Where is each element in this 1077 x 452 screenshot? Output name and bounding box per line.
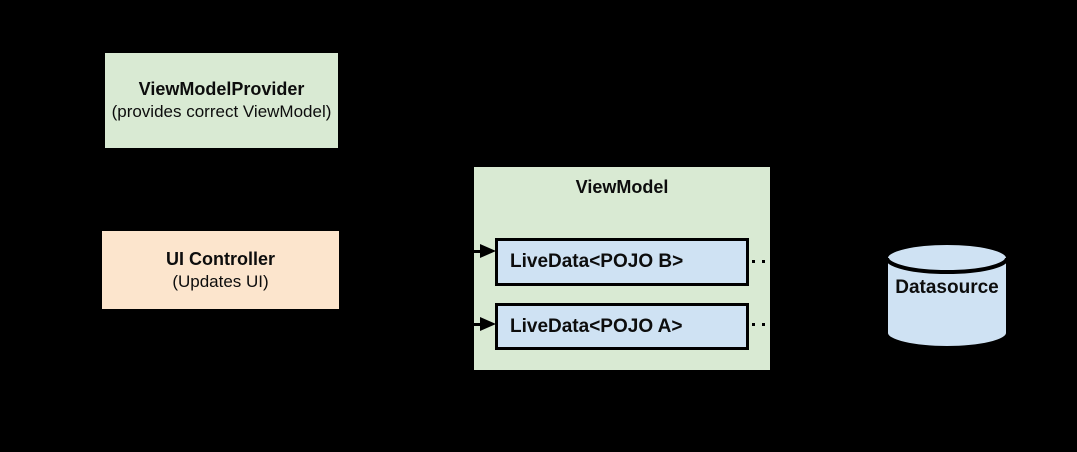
cylinder-body	[886, 258, 1008, 348]
dotted-connector-fragment	[762, 260, 765, 263]
dotted-connector-fragment	[762, 323, 765, 326]
dotted-connector-fragment	[752, 260, 755, 263]
viewmodelprovider-title: ViewModelProvider	[138, 79, 305, 99]
database-cylinder-icon	[886, 243, 1008, 348]
node-viewmodelprovider: ViewModelProvider (provides correct View…	[105, 53, 338, 148]
livedata-b-label: LiveData<POJO B>	[510, 251, 684, 272]
arrowhead-into-livedata-a-icon	[474, 317, 496, 331]
arrow-triangle-icon	[480, 244, 496, 258]
ui-controller-subtitle: (Updates UI)	[172, 271, 269, 291]
arrow-triangle-icon	[480, 317, 496, 331]
ui-controller-title: UI Controller	[165, 248, 275, 269]
cylinder-top-rim	[886, 257, 1008, 274]
node-ui-controller: UI Controller (Updates UI)	[102, 231, 339, 309]
livedata-a-label: LiveData<POJO A>	[510, 315, 683, 337]
viewmodelprovider-subtitle: (provides correct ViewModel)	[111, 102, 332, 121]
arrow-line-stub	[474, 322, 480, 326]
node-livedata-pojo-b: LiveData<POJO B>	[495, 238, 749, 286]
viewmodel-title: ViewModel	[575, 177, 669, 197]
node-viewmodel: ViewModel LiveData<POJO B> LiveData<POJO…	[474, 167, 770, 370]
datasource-label: Datasource	[895, 277, 999, 298]
arrowhead-into-livedata-b-icon	[474, 244, 496, 258]
node-livedata-pojo-a: LiveData<POJO A>	[495, 303, 749, 350]
arrow-line-stub	[474, 249, 480, 253]
node-datasource: Datasource	[886, 243, 1008, 348]
dotted-connector-fragment	[752, 323, 755, 326]
